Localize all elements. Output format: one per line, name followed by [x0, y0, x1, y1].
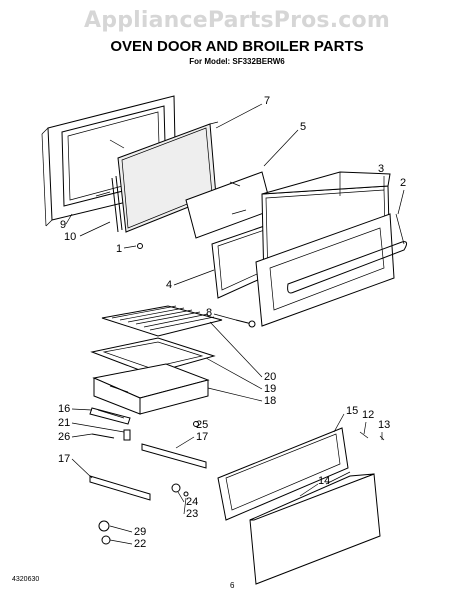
drawer-lower-front — [217, 427, 385, 585]
callout-labels: 7 5 3 2 9 10 1 4 8 20 19 18 16 21 26 25 … — [58, 95, 406, 550]
callout-9: 9 — [60, 219, 66, 231]
callout-10: 10 — [64, 231, 76, 243]
callout-25: 25 — [196, 419, 208, 431]
callout-15: 15 — [346, 405, 358, 417]
left-slide-parts — [89, 407, 199, 441]
callout-13: 13 — [378, 419, 390, 431]
model-line: For Model: SF332BERW6 — [189, 57, 285, 66]
page-title: OVEN DOOR AND BROILER PARTS — [110, 38, 364, 55]
callout-21: 21 — [58, 417, 70, 429]
screw-8 — [235, 319, 256, 328]
watermark: AppliancePartsPros.com — [84, 8, 390, 33]
broiler-pan — [90, 337, 216, 375]
document-number: 4320630 — [12, 576, 40, 583]
bottom-rail — [89, 443, 207, 545]
callout-20: 20 — [264, 371, 276, 383]
callout-23: 23 — [186, 508, 198, 520]
callout-5: 5 — [300, 121, 306, 133]
callout-4: 4 — [166, 279, 172, 291]
callout-29: 29 — [134, 526, 146, 538]
door-hinge — [111, 175, 143, 249]
callout-26: 26 — [58, 431, 70, 443]
callout-2: 2 — [400, 177, 406, 189]
callout-8: 8 — [206, 307, 212, 319]
callout-14: 14 — [318, 475, 330, 487]
callout-7: 7 — [264, 95, 270, 107]
broiler-tray — [92, 363, 210, 415]
callout-1: 1 — [116, 243, 122, 255]
callout-19: 19 — [264, 383, 276, 395]
door-handle — [287, 213, 408, 294]
callout-3: 3 — [378, 163, 384, 175]
broiler-grid — [101, 305, 223, 337]
callout-16: 16 — [58, 403, 70, 415]
callout-24: 24 — [186, 496, 198, 508]
callout-17b: 17 — [196, 431, 208, 443]
callout-17a: 17 — [58, 453, 70, 465]
callout-22: 22 — [134, 538, 146, 550]
callout-12: 12 — [362, 409, 374, 421]
page-number: 6 — [230, 581, 235, 590]
callout-18: 18 — [264, 395, 276, 407]
